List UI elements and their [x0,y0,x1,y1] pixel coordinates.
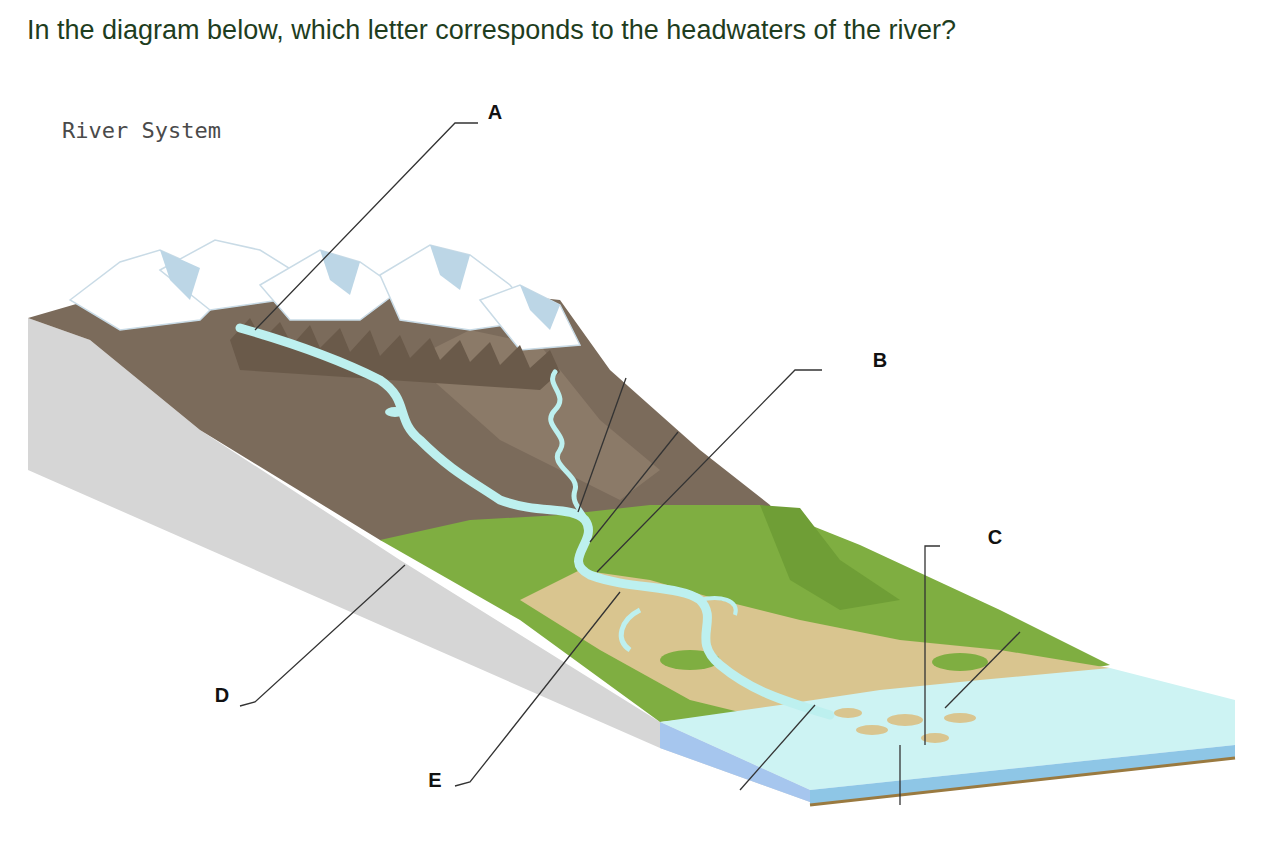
answer-letter: B [873,349,887,372]
answer-letter: C [988,526,1002,549]
mountain-lake [385,407,405,417]
field-patch [932,653,988,671]
tributary [551,372,585,520]
answer-letter: E [428,769,441,792]
green-shade [760,505,900,610]
oxbow-lake [621,610,640,650]
sea-floor-edge [810,758,1235,805]
answer-letter: D [215,684,229,707]
snow-peaks [70,240,580,350]
answer-letter: A [488,101,502,124]
sea-front [810,745,1235,805]
meander-channel [700,598,736,615]
sea-side [660,722,810,802]
question-title: In the diagram below, which letter corre… [27,14,1252,48]
leader-lines [240,123,1020,805]
snow-shade [160,245,560,330]
river [240,328,830,715]
tree-line [230,318,560,390]
delta-islands [834,708,976,743]
diagram-title-label: River System [62,118,221,143]
